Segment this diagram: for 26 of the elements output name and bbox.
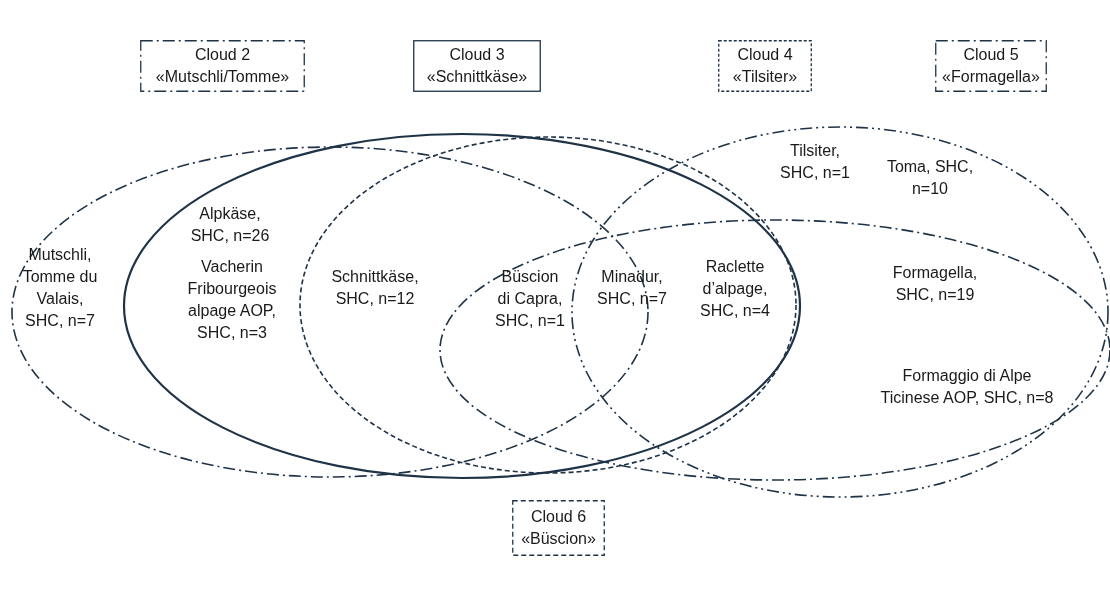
region-label: Alpkäse, SHC, n=26 bbox=[189, 204, 271, 246]
region-label: Toma, SHC, n=10 bbox=[885, 157, 975, 199]
label-box bbox=[935, 40, 1047, 92]
region-label: Minadur, SHC, n=7 bbox=[596, 267, 668, 309]
region-label: Büscion di Capra, SHC, n=1 bbox=[494, 267, 566, 331]
cloud-number: Cloud 3 bbox=[449, 45, 505, 65]
cloud-number: Cloud 4 bbox=[737, 45, 793, 65]
region-label: Tilsiter, SHC, n=1 bbox=[779, 141, 851, 183]
cloud-number: Cloud 2 bbox=[194, 45, 251, 65]
cloud-name: «Formagella» bbox=[942, 67, 1040, 87]
cloud-name: «Schnittkäse» bbox=[426, 67, 528, 87]
region-label: Vacherin Fribourgeois alpage AOP, SHC, n=3 bbox=[186, 257, 278, 343]
cloud-number: Cloud 6 bbox=[530, 507, 587, 527]
cloud-name: «Büscion» bbox=[521, 529, 596, 549]
label-box bbox=[718, 40, 812, 92]
cloud-name: «Tilsiter» bbox=[732, 67, 798, 87]
cloud-number: Cloud 5 bbox=[963, 45, 1019, 65]
region-label: Schnittkäse, SHC, n=12 bbox=[330, 267, 420, 309]
label-box bbox=[413, 40, 541, 92]
region-label: Formaggio di Alpe Ticinese AOP, SHC, n=8 bbox=[879, 366, 1055, 408]
region-label: Mutschli, Tomme du Valais, SHC, n=7 bbox=[21, 245, 99, 331]
label-box bbox=[140, 40, 305, 92]
label-box bbox=[512, 500, 605, 556]
cloud-name: «Mutschli/Tomme» bbox=[155, 67, 290, 87]
region-label: Raclette d’alpage, SHC, n=4 bbox=[699, 257, 771, 321]
region-label: Formagella, SHC, n=19 bbox=[891, 263, 979, 305]
